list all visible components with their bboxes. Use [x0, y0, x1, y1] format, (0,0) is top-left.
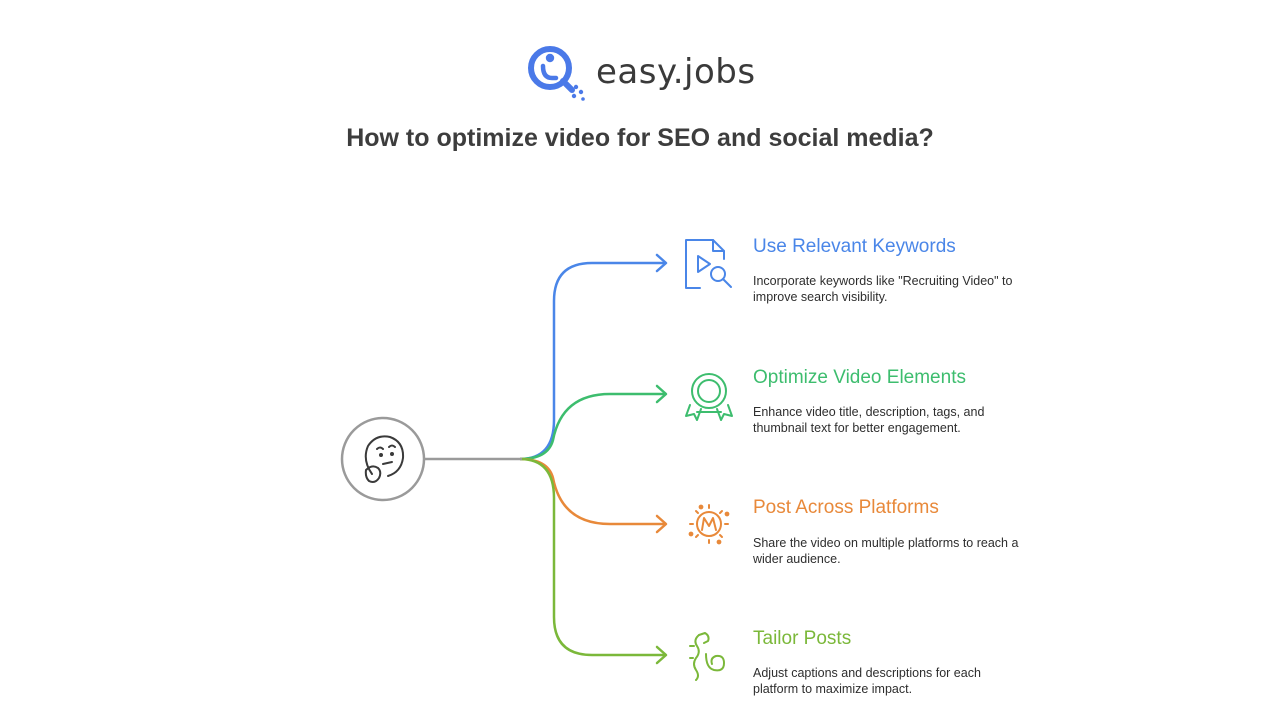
- award-badge-icon: [685, 373, 733, 421]
- brand-name: easy.jobs: [596, 52, 756, 92]
- connector-arrow-2: [655, 384, 668, 404]
- item-title-video-elements: Optimize Video Elements: [753, 367, 966, 388]
- item-title-platforms: Post Across Platforms: [753, 497, 939, 518]
- connector-arrow-4: [655, 645, 668, 665]
- video-file-search-icon: [685, 239, 732, 289]
- connector-line-2: [519, 392, 666, 461]
- item-desc-platforms: Share the video on multiple platforms to…: [753, 536, 1019, 566]
- item-desc-tailor-posts: Adjust captions and descriptions for eac…: [753, 666, 981, 696]
- connector-line-1: [519, 261, 666, 461]
- share-burst-icon: [688, 504, 730, 545]
- page-title: How to optimize video for SEO and social…: [346, 124, 934, 152]
- item-desc-keywords: Incorporate keywords like "Recruiting Vi…: [753, 274, 1013, 304]
- connector-line-3: [519, 457, 666, 526]
- magnifier-person-logo-icon: [528, 46, 585, 101]
- thinking-face-icon: [364, 435, 405, 483]
- item-title-tailor-posts: Tailor Posts: [753, 628, 852, 649]
- brand-logo: easy.jobs: [526, 42, 756, 102]
- connector-arrow-3: [655, 514, 668, 534]
- connector-arrow-1: [655, 253, 668, 273]
- item-desc-video-elements: Enhance video title, description, tags, …: [753, 405, 985, 435]
- center-node: [340, 416, 426, 502]
- tailored-hook-icon: [689, 632, 725, 681]
- connector-line-4: [519, 457, 666, 657]
- item-title-keywords: Use Relevant Keywords: [753, 236, 956, 257]
